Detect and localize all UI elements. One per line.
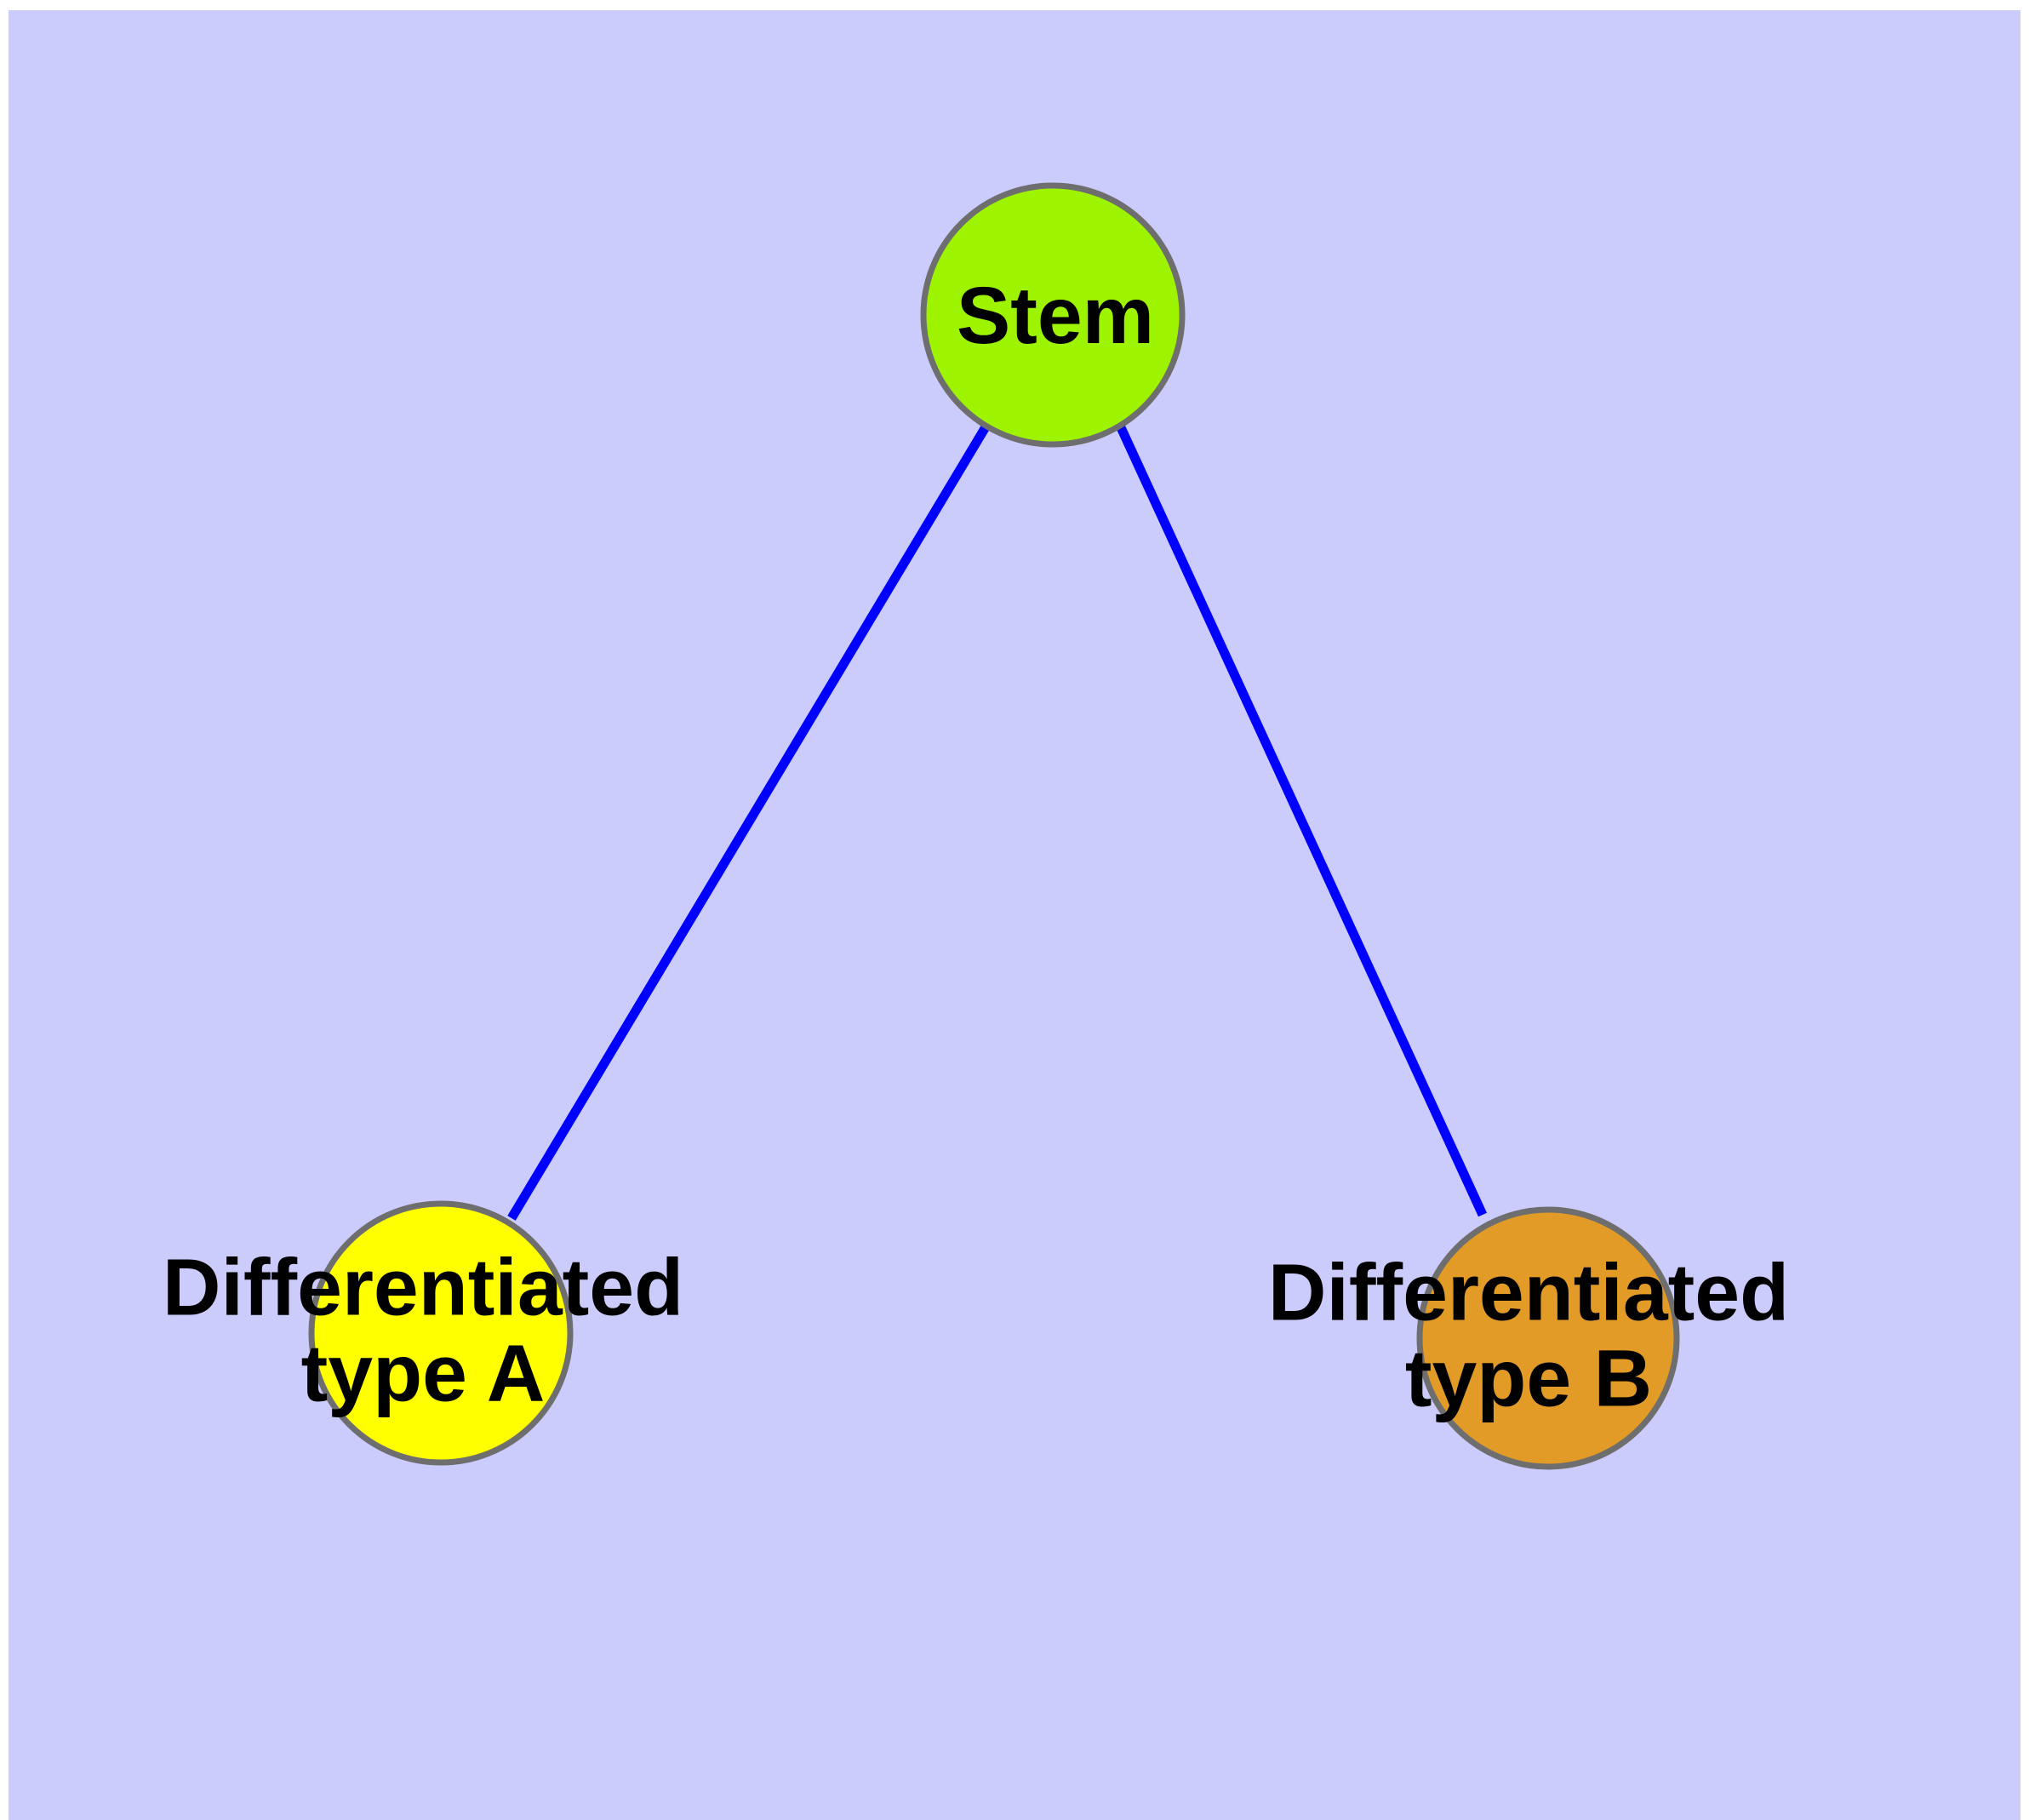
nodes-layer xyxy=(308,182,1680,1470)
node-label-line: Differentiated xyxy=(163,1243,683,1333)
node-label-line: type B xyxy=(1405,1334,1652,1424)
node-label-line: type A xyxy=(301,1329,546,1419)
edge-stem-diff-a[interactable] xyxy=(507,423,991,1221)
node-label-line: Differentiated xyxy=(1268,1248,1789,1338)
node-label-line: Stem xyxy=(957,271,1154,361)
node-label-stem: Stem xyxy=(957,271,1154,361)
edge-stem-diff-b[interactable] xyxy=(1116,423,1487,1217)
edges-layer xyxy=(507,423,1487,1221)
node-stem[interactable] xyxy=(920,182,1186,448)
node-diff_b[interactable] xyxy=(1416,1206,1680,1470)
node-diff_a[interactable] xyxy=(308,1200,574,1466)
